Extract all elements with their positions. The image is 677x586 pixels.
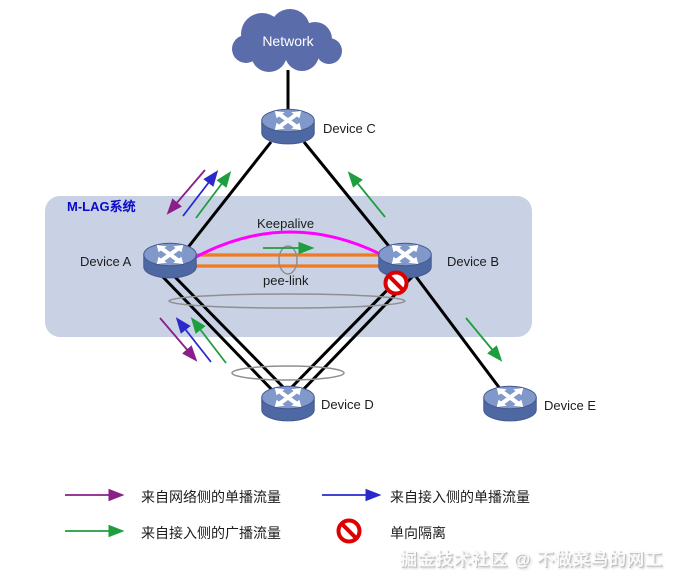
watermark-text: 掘金技术社区 @ 不做菜鸟的网工 — [399, 550, 663, 569]
arrow-broadcast-down-to-devicee — [465, 317, 503, 362]
link-deviceb-devicee — [412, 273, 506, 395]
legend-label-network-unicast: 来自网络侧的单播流量 — [141, 489, 281, 505]
network-cloud — [232, 9, 342, 72]
arrow-network-unicast-down-left — [166, 169, 206, 215]
mlag-system-label: M-LAG系统 — [67, 199, 136, 214]
arrow-access-broadcast-up-lower-left — [190, 317, 227, 364]
devicee-label: Device E — [544, 398, 597, 413]
deviced-lag-ellipse — [231, 365, 345, 381]
deviced-label: Device D — [321, 397, 374, 412]
devicee-router-icon — [483, 384, 537, 422]
keepalive-label: Keepalive — [257, 216, 315, 231]
arrow-access-broadcast-up-left — [195, 171, 232, 219]
arrow-access-broadcast-up-right — [347, 171, 386, 218]
peer-link-lines — [194, 253, 384, 268]
traffic-arrows — [159, 169, 503, 364]
isolation-icon — [383, 270, 409, 296]
mlag-group-ellipse — [168, 293, 406, 309]
arrow-network-unicast-down-lower-left — [159, 317, 198, 362]
aggregation-ellipses — [168, 245, 406, 381]
link-devicec-devicea — [184, 141, 273, 251]
deviceb-label: Device B — [447, 254, 500, 269]
devicea-router-icon — [143, 241, 197, 279]
peer-link-aggregation-ellipse — [278, 245, 298, 275]
network-cloud-label: Network — [262, 33, 314, 49]
legend-label-access-unicast: 来自接入侧的单播流量 — [390, 489, 530, 505]
link-devicec-deviceb — [302, 141, 394, 251]
legend-label-isolation: 单向隔离 — [390, 525, 446, 541]
deviceb-router-icon — [378, 241, 432, 279]
legend-isolation-icon — [336, 518, 362, 544]
legend-label-access-broadcast: 来自接入侧的广播流量 — [141, 525, 281, 541]
legend-symbols — [65, 488, 382, 538]
devicea-label: Device A — [80, 254, 132, 269]
devicec-label: Device C — [323, 121, 376, 136]
devicec-router-icon — [261, 107, 315, 145]
link-deviceb-deviced-1 — [297, 274, 415, 396]
deviced-router-icon — [261, 384, 315, 422]
link-devicea-deviced-1 — [160, 274, 278, 396]
arrow-access-unicast-up-lower-left — [175, 317, 212, 363]
arrow-access-unicast-up-left — [182, 170, 219, 217]
keepalive-link — [193, 230, 389, 260]
peer-link-label: pee-link — [263, 273, 309, 288]
